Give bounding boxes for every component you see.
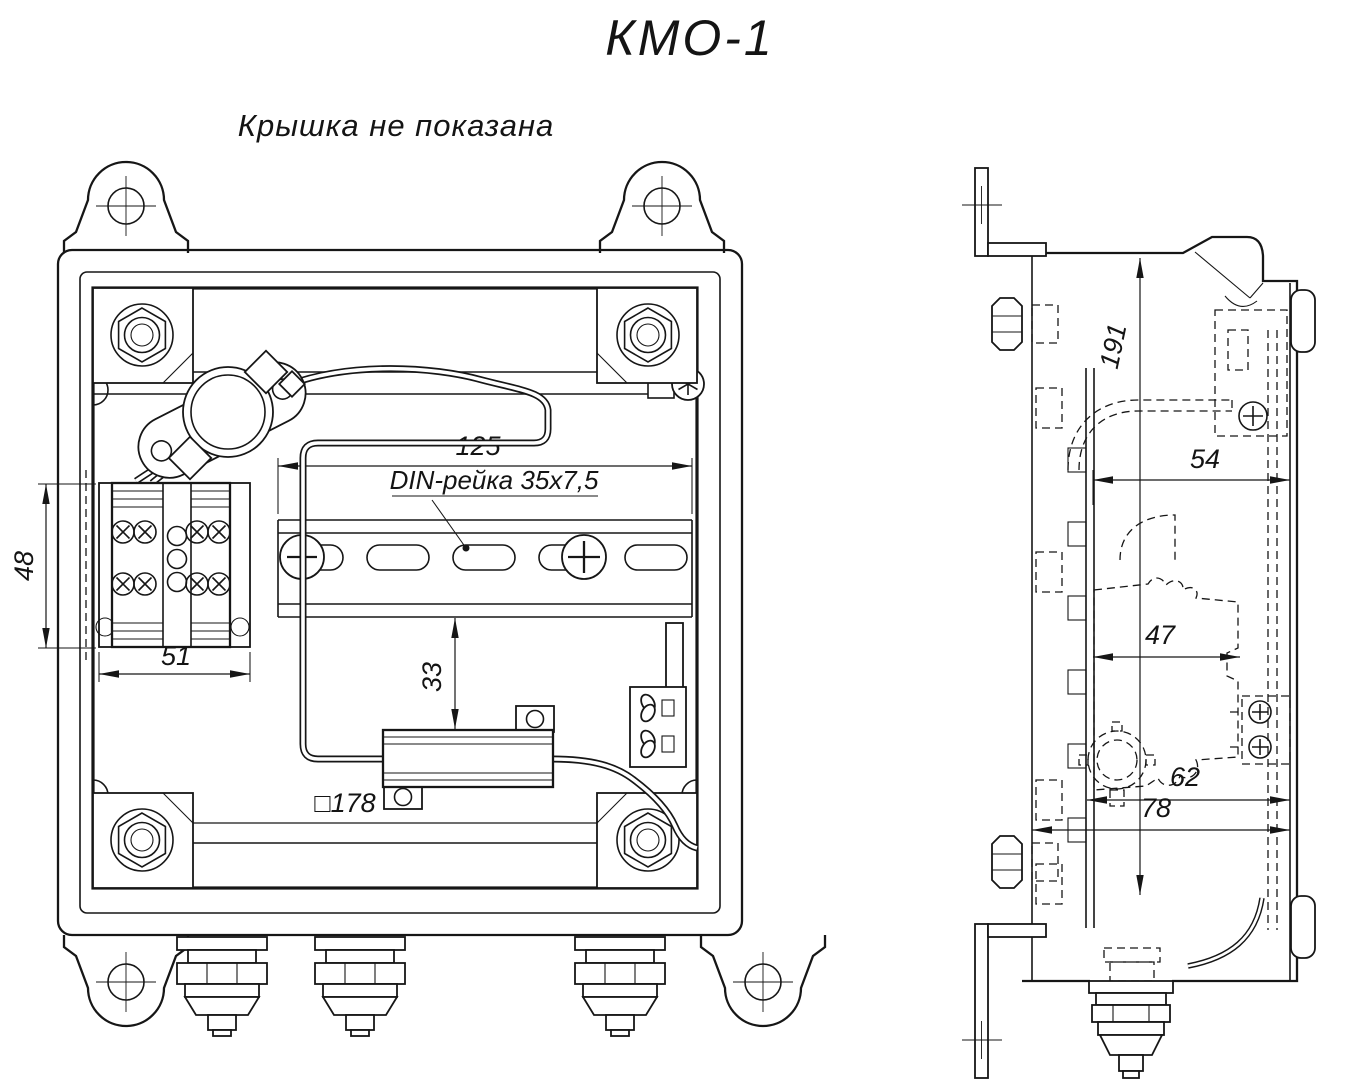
cable-gland <box>176 936 268 1037</box>
enclosure-outer-wall <box>56 248 744 937</box>
drawing-title: КМО-1 <box>605 10 774 66</box>
dim-51-label: 51 <box>161 641 191 671</box>
cover-boss <box>1290 895 1316 959</box>
side-ground-strip <box>1230 695 1291 765</box>
side-hex-bolt <box>991 835 1059 889</box>
dimension-62: 62 <box>1087 762 1290 804</box>
dim-78-label: 78 <box>1141 793 1171 823</box>
side-hex-bolt <box>991 297 1059 351</box>
mounting-ear-bottom-left <box>62 935 190 1028</box>
dimension-48: 48 <box>9 483 96 649</box>
dim-47-label: 47 <box>1145 620 1176 650</box>
terminal-block <box>85 470 251 660</box>
cable-gland <box>314 936 406 1037</box>
dim-62-label: 62 <box>1170 762 1200 792</box>
dimension-33: 33 <box>417 618 459 729</box>
side-bracket-top <box>962 167 1047 257</box>
din-rail <box>277 519 693 618</box>
wing-terminal <box>640 729 656 759</box>
side-bracket-bottom <box>962 923 1047 1079</box>
din-rail-label: DIN-рейка 35x7,5 <box>390 465 599 495</box>
din-rail-slot <box>452 544 516 571</box>
corner-bolt-top-right <box>596 287 698 384</box>
ground-terminal-strip <box>629 622 687 768</box>
corner-bolt-bottom-left <box>92 792 194 889</box>
side-view: 191 54 47 62 78 <box>962 167 1316 1079</box>
dim-48-label: 48 <box>9 551 39 581</box>
din-rail-slot <box>624 544 688 571</box>
power-resistor <box>381 705 555 810</box>
dim-178-label: □178 <box>314 788 375 818</box>
cover-boss <box>1290 289 1316 353</box>
mounting-ear-bottom-right <box>699 935 827 1028</box>
dimension-78: 78 <box>1032 793 1290 834</box>
dim-54-label: 54 <box>1190 444 1220 474</box>
thermostat-terminal <box>167 435 213 481</box>
dim-191-label: 191 <box>1094 321 1133 371</box>
side-contactor-outline <box>1093 577 1239 791</box>
thermostat-terminal <box>243 349 289 395</box>
dim-33-label: 33 <box>417 662 447 692</box>
cable-gland <box>574 936 666 1037</box>
side-corner-boss <box>1214 309 1288 437</box>
mounting-ear-top-left <box>62 160 190 253</box>
enclosure-inner-frame <box>79 271 721 914</box>
dimension-47: 47 <box>1093 620 1240 661</box>
side-mounting-plate <box>1035 368 1095 928</box>
mounting-panel <box>91 286 699 890</box>
din-rail-callout: DIN-рейка 35x7,5 <box>390 465 599 552</box>
side-cable-gland <box>1088 947 1174 1079</box>
mounting-ear-top-right <box>598 160 726 253</box>
front-view: 125 DIN-рейка 35x7,5 33 □178 <box>9 160 827 1037</box>
dimension-54: 54 <box>1092 444 1290 505</box>
wing-terminal <box>640 693 656 723</box>
dimension-51: 51 <box>98 641 251 682</box>
thermostat <box>137 349 307 481</box>
cover-note: Крышка не показана <box>238 108 555 143</box>
side-enclosure-outline <box>1022 235 1316 983</box>
din-rail-slot <box>366 544 430 571</box>
terminal-screws <box>111 520 231 596</box>
dimension-178: □178 <box>95 788 695 827</box>
corner-bolt-top-left <box>92 287 194 384</box>
side-drain-wire <box>1187 897 1265 969</box>
